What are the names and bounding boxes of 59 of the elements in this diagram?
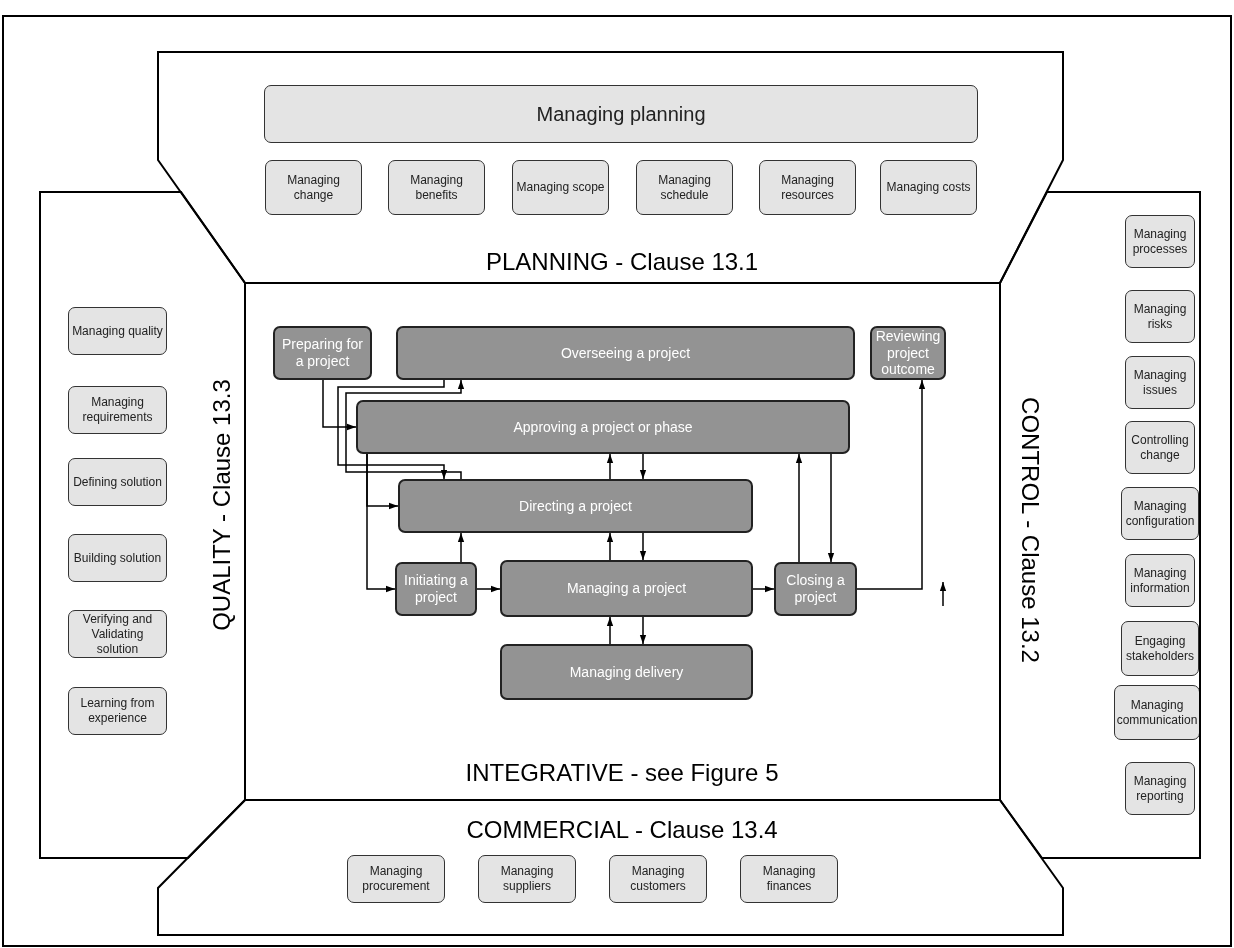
process-box: Managing a project (500, 560, 753, 617)
zone-heading: CONTROL - Clause 13.2 (1017, 397, 1042, 663)
zone-heading: COMMERCIAL - Clause 13.4 (466, 818, 778, 842)
process-box: Preparing for a project (273, 326, 372, 380)
arrow (322, 379, 357, 431)
activity-box: Controlling change (1125, 421, 1195, 474)
process-box: Directing a project (398, 479, 753, 533)
arrow (366, 453, 396, 593)
activity-box: Defining solution (68, 458, 167, 506)
arrow (337, 379, 448, 480)
arrow (457, 532, 465, 563)
zone-heading: PLANNING - Clause 13.1 (486, 250, 759, 274)
activity-box: Managing requirements (68, 386, 167, 434)
activity-box: Managing planning (264, 85, 978, 143)
zone-panel (158, 800, 1063, 935)
process-box: Overseeing a project (396, 326, 855, 380)
activity-box: Managing scope (512, 160, 609, 215)
activity-box: Managing information (1125, 554, 1195, 607)
activity-box: Managing benefits (388, 160, 485, 215)
arrow (606, 532, 614, 561)
arrow (639, 532, 647, 561)
activity-box: Managing customers (609, 855, 707, 903)
zone-panel (40, 192, 245, 858)
activity-box: Managing costs (880, 160, 977, 215)
activity-box: Managing issues (1125, 356, 1195, 409)
activity-box: Managing change (265, 160, 362, 215)
arrow (856, 379, 926, 590)
arrow (752, 585, 775, 593)
activity-box: Managing resources (759, 160, 856, 215)
arrow (795, 453, 803, 563)
activity-box: Managing quality (68, 307, 167, 355)
arrow (345, 379, 465, 480)
activity-box: Managing schedule (636, 160, 733, 215)
process-box: Closing a project (774, 562, 857, 616)
activity-box: Managing communication (1114, 685, 1200, 740)
arrow (476, 585, 501, 593)
arrow (639, 616, 647, 645)
activity-box: Managing reporting (1125, 762, 1195, 815)
activity-box: Verifying and Validating solution (68, 610, 167, 658)
process-box: Approving a project or phase (356, 400, 850, 454)
process-box: Reviewing project outcome (870, 326, 946, 380)
activity-box: Managing configuration (1121, 487, 1199, 540)
process-box: Initiating a project (395, 562, 477, 616)
arrow (606, 453, 614, 480)
activity-box: Managing suppliers (478, 855, 576, 903)
activity-box: Engaging stakeholders (1121, 621, 1199, 676)
activity-box: Learning from experience (68, 687, 167, 735)
activity-box: Managing processes (1125, 215, 1195, 268)
arrow (639, 453, 647, 480)
zone-heading: QUALITY - Clause 13.3 (209, 379, 234, 631)
arrow (827, 453, 835, 563)
zone-heading: INTEGRATIVE - see Figure 5 (465, 761, 779, 785)
arrow (606, 616, 614, 645)
activity-box: Managing finances (740, 855, 838, 903)
process-box: Managing delivery (500, 644, 753, 700)
activity-box: Building solution (68, 534, 167, 582)
zone-panel (1000, 192, 1200, 858)
activity-box: Managing risks (1125, 290, 1195, 343)
activity-box: Managing procurement (347, 855, 445, 903)
